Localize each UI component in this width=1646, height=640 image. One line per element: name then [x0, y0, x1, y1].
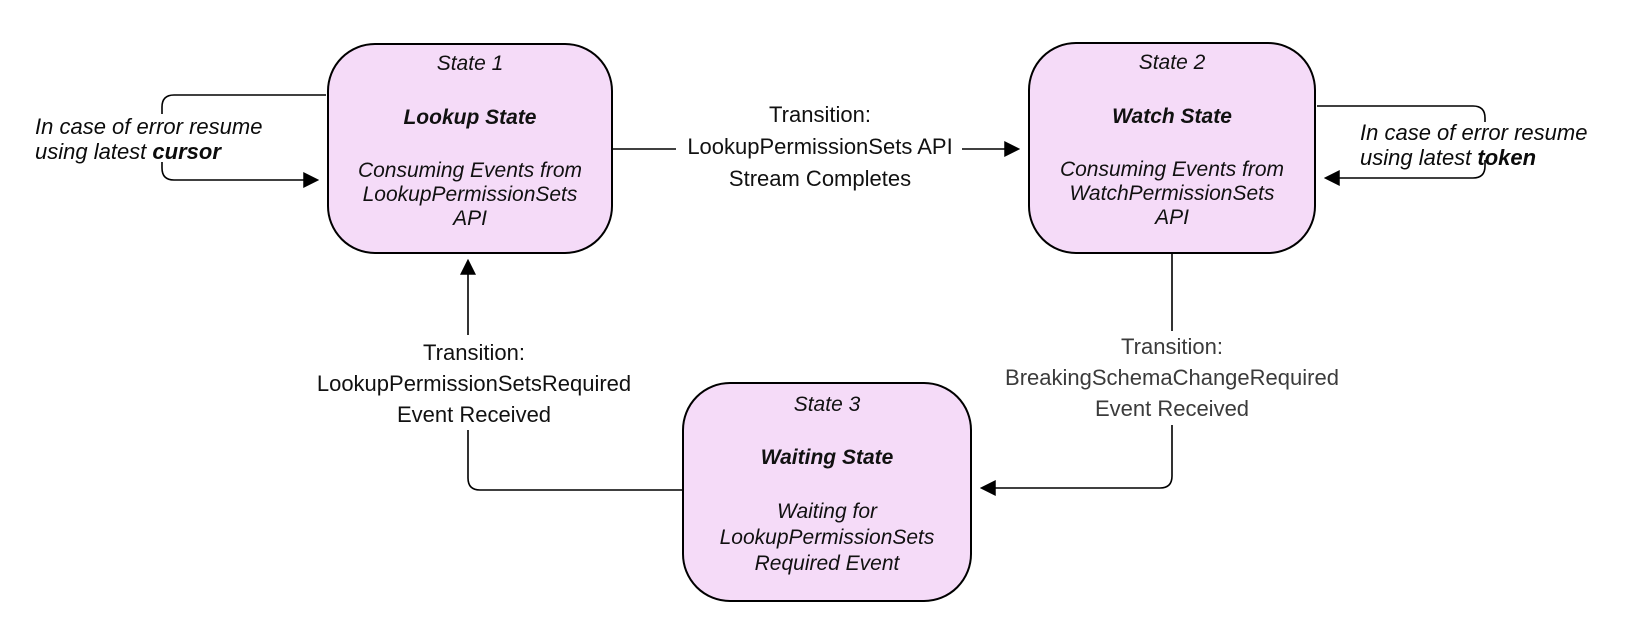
state3-title: State 3 — [793, 393, 861, 416]
state3-description: Waiting for LookupPermissionSets Require… — [684, 499, 970, 577]
state1-description: Consuming Events from LookupPermissionSe… — [329, 159, 611, 231]
error-loop-state2 — [1317, 105, 1486, 186]
transition-label-line: Transition: — [769, 102, 871, 127]
state2-desc-line: Consuming Events from — [1059, 158, 1285, 181]
error-loop-line1: In case of error resume — [35, 114, 263, 139]
state2-title: State 2 — [1138, 51, 1206, 74]
arrow-state2-to-state3 — [979, 254, 1173, 496]
error-loop-keyword-token: token — [1477, 145, 1537, 170]
transition-label-line: LookupPermissionSetsRequired — [316, 371, 632, 396]
state3-desc-line: Waiting for — [777, 500, 877, 523]
transition-label-line: Event Received — [396, 402, 552, 427]
state2-desc-line: WatchPermissionSets — [1069, 182, 1275, 205]
error-loop-label-token: In case of error resume using latest tok… — [1360, 120, 1587, 170]
state1-name: Lookup State — [403, 106, 537, 129]
state-node-waiting: State 3 Waiting State Waiting for Lookup… — [682, 382, 972, 602]
error-loop-line2: using latest token — [1360, 145, 1587, 170]
state2-desc-line: API — [1155, 206, 1189, 229]
transition-label-line: BreakingSchemaChangeRequired — [1005, 365, 1339, 390]
state2-name: Watch State — [1112, 105, 1232, 128]
transition-label-lookup-required: Transition: LookupPermissionSetsRequired… — [284, 337, 664, 430]
transition-label-line: LookupPermissionSets API — [687, 134, 953, 159]
transition-label-line: Transition: — [423, 340, 525, 365]
state1-title: State 1 — [436, 52, 504, 75]
error-loop-line1: In case of error resume — [1360, 120, 1588, 145]
transition-label-line: Transition: — [1121, 334, 1223, 359]
state2-description: Consuming Events from WatchPermissionSet… — [1030, 158, 1314, 230]
error-loop-label-cursor: In case of error resume using latest cur… — [35, 114, 262, 164]
error-loop-line2: using latest cursor — [35, 139, 262, 164]
transition-label-breaking-schema-change: Transition: BreakingSchemaChangeRequired… — [982, 331, 1362, 424]
transition-label-line: Event Received — [1094, 396, 1250, 421]
state-node-lookup: State 1 Lookup State Consuming Events fr… — [327, 43, 613, 254]
state-node-watch: State 2 Watch State Consuming Events fro… — [1028, 42, 1316, 254]
state3-name: Waiting State — [760, 446, 894, 469]
transition-label-line: Stream Completes — [728, 166, 912, 191]
state3-desc-line: Required Event — [754, 552, 900, 575]
state1-desc-line: API — [453, 207, 487, 230]
error-loop-line2-prefix: using latest — [1360, 145, 1478, 170]
error-loop-keyword-cursor: cursor — [152, 139, 221, 164]
transition-label-stream-completes: Transition: LookupPermissionSets API Str… — [640, 99, 1000, 195]
error-loop-state1 — [161, 94, 326, 188]
arrow-state3-to-state1 — [460, 258, 682, 491]
state1-desc-line: LookupPermissionSets — [362, 183, 578, 206]
state1-desc-line: Consuming Events from — [357, 159, 583, 182]
state3-desc-line: LookupPermissionSets — [719, 526, 935, 549]
error-loop-line2-prefix: using latest — [35, 139, 153, 164]
